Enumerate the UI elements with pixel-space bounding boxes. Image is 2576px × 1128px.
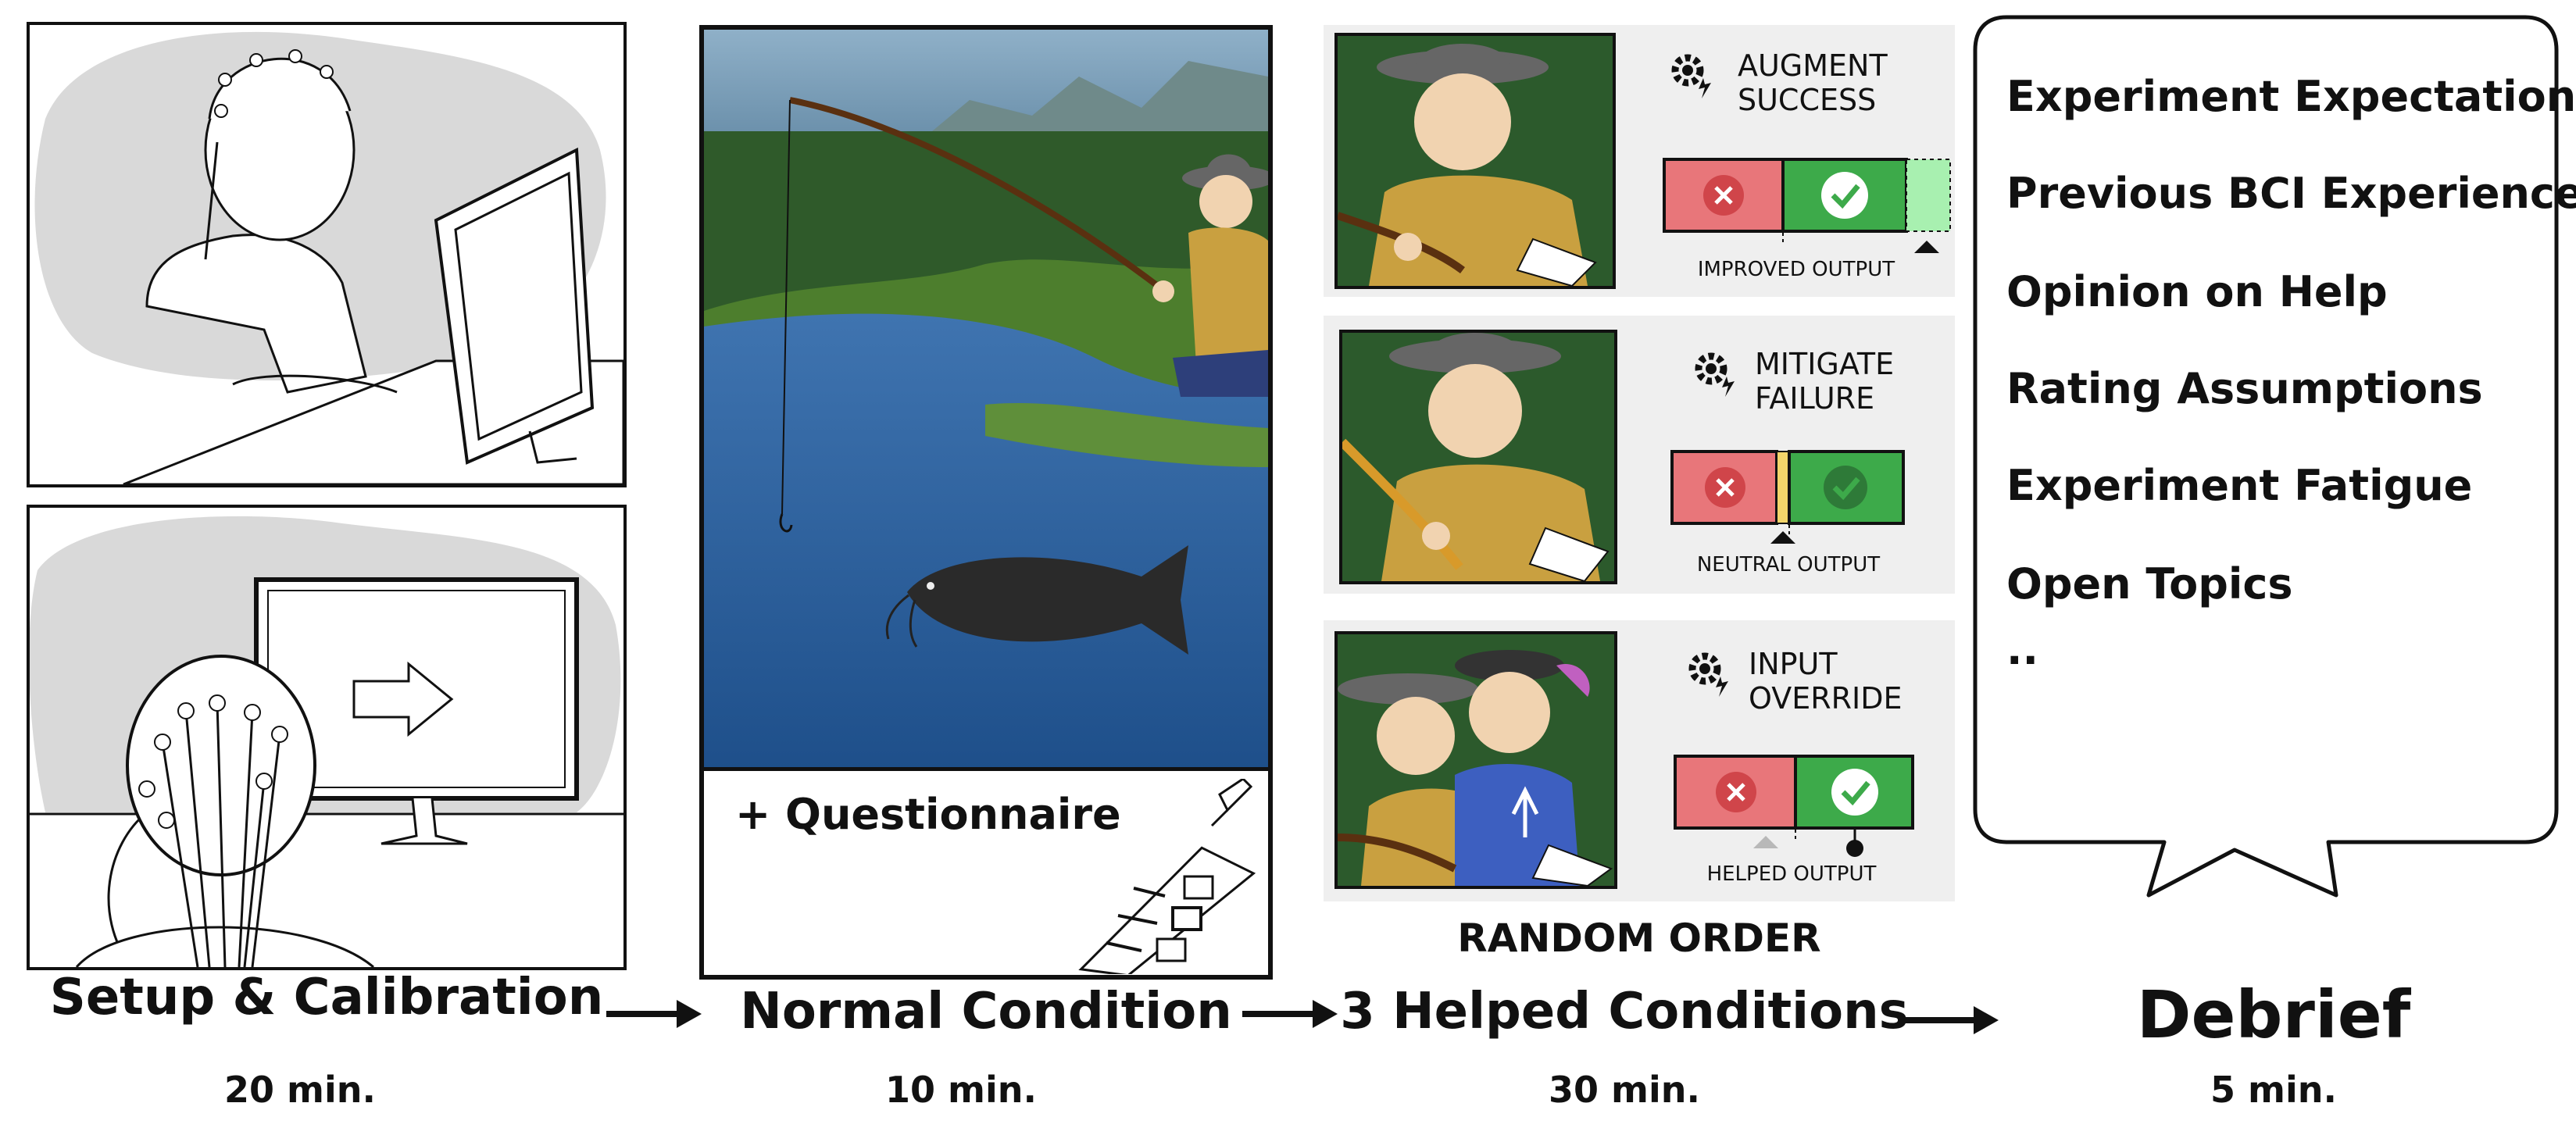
fisher-override-illustration (1338, 634, 1614, 886)
gear-bolt-icon (1688, 652, 1728, 697)
mitigate-output-label: NEUTRAL OUTPUT (1696, 553, 1881, 576)
stage-title-helped: 3 Helped Conditions (1340, 983, 1909, 1041)
participant-eeg-cap-illustration (34, 31, 623, 484)
stage-duration-setup: 20 min. (224, 1069, 376, 1111)
questionnaire-label: + Questionnaire (735, 790, 1121, 839)
flow-arrow-1 (606, 1000, 702, 1028)
helped-condition-mitigate: MITIGATE FAILURE NEUTRAL OUTPUT (1324, 316, 1955, 594)
augment-mode-line2: SUCCESS (1738, 83, 1877, 117)
setup-illustration-bottom (27, 505, 627, 970)
override-output-label: HELPED OUTPUT (1706, 862, 1877, 886)
stage-duration-normal: 10 min. (885, 1069, 1037, 1111)
override-output-bar (1674, 755, 1914, 857)
flow-arrow-2 (1242, 1000, 1338, 1028)
augment-mode-line1: AUGMENT (1738, 48, 1888, 83)
questionnaire-sheet-icon (1078, 779, 1256, 974)
random-order-label: RANDOM ORDER (1457, 916, 1821, 961)
gear-bolt-icon (1695, 352, 1735, 397)
helped-condition-override: INPUT OVERRIDE HELPED OUTPUT (1324, 620, 1955, 901)
augment-output-label: IMPROVED OUTPUT (1697, 258, 1895, 281)
fishing-game-scene (704, 30, 1268, 772)
helped-condition-augment: AUGMENT SUCCESS IMPROVED OUTPUT (1324, 25, 1955, 297)
fisher-augment-illustration (1338, 36, 1613, 286)
override-scene-thumbnail (1334, 631, 1617, 889)
override-mode-line1: INPUT (1749, 647, 1838, 681)
stage-duration-debrief: 5 min. (2210, 1069, 2337, 1111)
fisher-mitigate-illustration (1342, 333, 1614, 581)
mitigate-scene-thumbnail (1339, 330, 1617, 584)
calibration-arrow-screen-illustration (30, 516, 623, 967)
debrief-topic: Rating Assumptions (2006, 364, 2483, 413)
debrief-topic: Previous BCI Experience (2006, 169, 2576, 218)
debrief-speech-bubble (1973, 15, 2559, 898)
override-mode-line2: OVERRIDE (1749, 681, 1903, 716)
debrief-topic: Experiment Fatigue (2006, 461, 2473, 510)
stage-title-debrief: Debrief (2136, 976, 2411, 1053)
flow-arrow-3 (1903, 1006, 1999, 1034)
debrief-topic: Open Topics (2006, 559, 2293, 609)
stage-duration-helped: 30 min. (1549, 1069, 1700, 1111)
stage-title-setup: Setup & Calibration (49, 969, 604, 1026)
stage-title-normal: Normal Condition (740, 983, 1232, 1041)
gear-bolt-icon (1671, 54, 1711, 98)
setup-illustration-top (27, 22, 627, 487)
augment-output-bar (1663, 158, 1951, 253)
questionnaire-section: + Questionnaire (704, 767, 1268, 975)
debrief-topic: .. (2006, 625, 2039, 674)
normal-condition-panel: + Questionnaire (699, 25, 1273, 980)
mitigate-output-bar (1670, 450, 1905, 544)
augment-scene-thumbnail (1334, 33, 1616, 289)
debrief-topic: Opinion on Help (2006, 267, 2388, 316)
mitigate-mode-line2: FAILURE (1755, 381, 1875, 416)
debrief-topic: Experiment Expectations (2006, 72, 2576, 121)
mitigate-mode-line1: MITIGATE (1755, 347, 1895, 381)
